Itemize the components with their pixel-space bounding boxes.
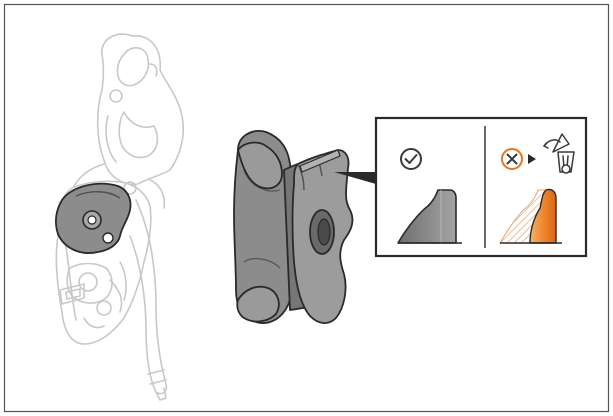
trash-bin-icon: [543, 133, 575, 174]
callout-pointer: [334, 172, 376, 184]
device-outline: [55, 33, 185, 401]
cam-part: [233, 130, 354, 324]
inspection-inset: [374, 116, 588, 258]
cam-highlight: [55, 182, 132, 254]
cross-circle-icon: [501, 148, 523, 170]
ok-cam-edge: [397, 189, 462, 244]
check-circle-icon: [400, 148, 422, 170]
worn-cam-edge: [499, 188, 562, 244]
arrow-right-icon: [528, 154, 536, 164]
